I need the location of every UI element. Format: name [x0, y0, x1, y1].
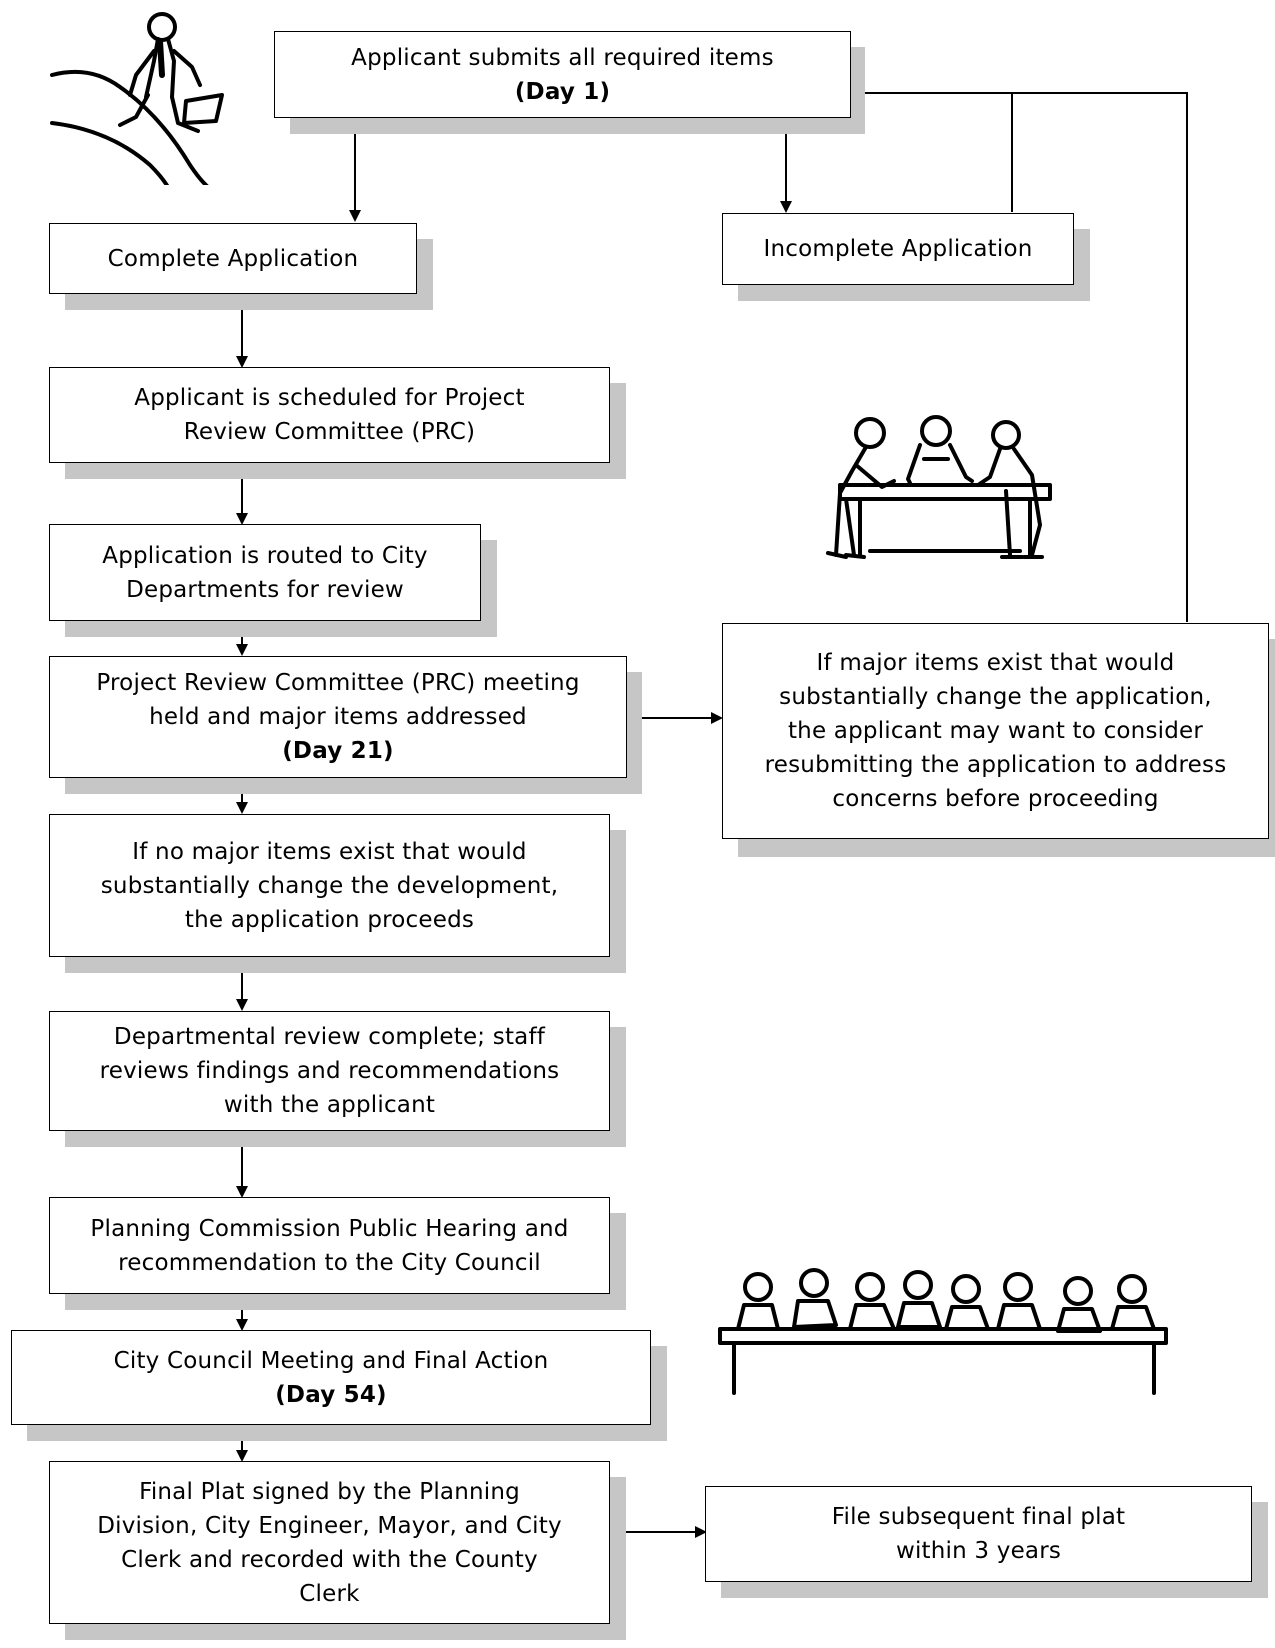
step-routed: Application is routed to City Department… — [49, 524, 481, 621]
step-submit: Applicant submits all required items (Da… — [274, 31, 851, 118]
step-text: Departments for review — [126, 576, 404, 603]
step-text: Division, City Engineer, Mayor, and City — [97, 1512, 562, 1539]
businessman-running-icon — [50, 12, 224, 185]
step-council: City Council Meeting and Final Action (D… — [11, 1330, 651, 1425]
step-text: Departmental review complete; staff — [113, 1024, 546, 1050]
step-text: the application proceeds — [184, 906, 475, 933]
step-text: File subsequent final plat — [831, 1504, 1126, 1530]
step-text: substantially change the development, — [100, 872, 559, 899]
step-text: If major items exist that would — [816, 650, 1175, 676]
step-planning: Planning Commission Public Hearing and r… — [49, 1197, 610, 1294]
step-text: substantially change the application, — [779, 684, 1212, 710]
step-text: reviews findings and recommendations — [99, 1058, 560, 1084]
step-text: Incomplete Application — [763, 236, 1033, 262]
step-major-items: If major items exist that would substant… — [722, 623, 1269, 839]
step-text: If no major items exist that would — [132, 838, 527, 865]
step-text: within 3 years — [895, 1538, 1062, 1564]
step-scheduled: Applicant is scheduled for Project Revie… — [49, 367, 610, 463]
step-complete: Complete Application — [49, 223, 417, 294]
step-day: (Day 54) — [275, 1381, 387, 1408]
step-final-plat: Final Plat signed by the Planning Divisi… — [49, 1461, 610, 1624]
arrow-incomplete-return — [850, 87, 1013, 212]
step-day: (Day 1) — [514, 78, 611, 105]
step-text: Applicant submits all required items — [351, 44, 774, 71]
step-text: the applicant may want to consider — [787, 718, 1204, 744]
step-text: resubmitting the application to address — [764, 752, 1227, 778]
step-text: Applicant is scheduled for Project — [134, 385, 525, 411]
step-day: (Day 21) — [282, 738, 394, 764]
committee-meeting-icon — [826, 415, 1052, 559]
step-text: concerns before proceeding — [832, 786, 1159, 812]
step-text: with the applicant — [223, 1092, 436, 1118]
step-text: Complete Application — [107, 245, 359, 272]
step-text: Clerk — [299, 1580, 360, 1607]
step-text: Clerk and recorded with the County — [121, 1546, 538, 1573]
step-text: City Council Meeting and Final Action — [113, 1347, 549, 1374]
step-text: Planning Commission Public Hearing and — [90, 1215, 569, 1242]
step-dept-review: Departmental review complete; staff revi… — [49, 1011, 610, 1131]
step-prc-meeting: Project Review Committee (PRC) meeting h… — [49, 656, 627, 778]
step-text: Final Plat signed by the Planning — [139, 1478, 520, 1505]
city-council-icon — [718, 1268, 1168, 1395]
step-file-plat: File subsequent final plat within 3 year… — [705, 1486, 1252, 1582]
step-text: held and major items addressed — [149, 704, 527, 730]
step-text: Review Committee (PRC) — [183, 419, 476, 445]
step-incomplete: Incomplete Application — [722, 213, 1074, 285]
step-text: Project Review Committee (PRC) meeting — [96, 670, 580, 696]
step-no-major: If no major items exist that would subst… — [49, 814, 610, 957]
step-text: Application is routed to City — [102, 542, 428, 569]
arrow-major-return — [1012, 92, 1188, 622]
step-text: recommendation to the City Council — [118, 1249, 541, 1276]
